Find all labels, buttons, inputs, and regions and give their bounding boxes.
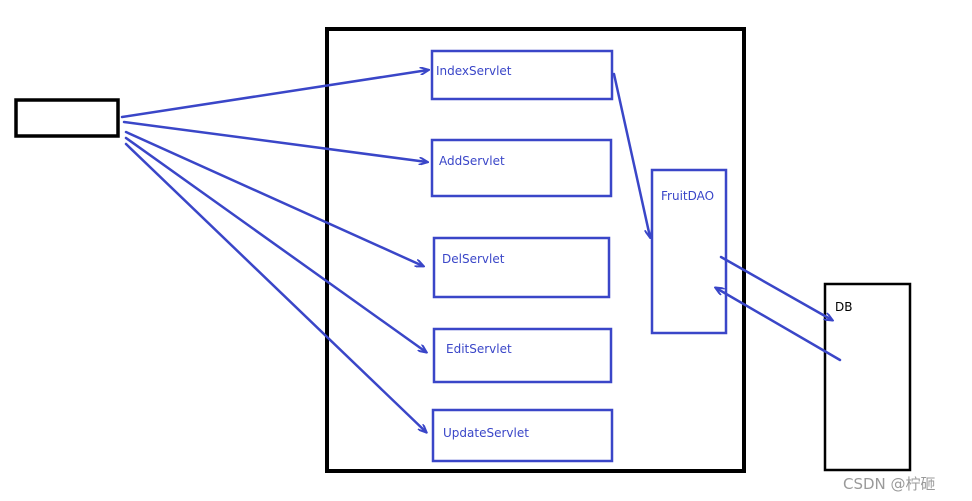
watermark-text: CSDN @柠砸	[843, 475, 936, 493]
servlet-add: AddServlet	[430, 138, 613, 198]
servlet-del-box	[432, 236, 611, 299]
servlet-add-box	[430, 138, 613, 198]
arrow-client-to-add	[122, 120, 427, 162]
arrow-db-to-dao	[716, 288, 842, 362]
servlet-index-box	[430, 49, 614, 101]
arrow-dao-to-db	[719, 255, 832, 320]
server-container	[325, 27, 746, 473]
arrow-client-to-edit	[124, 136, 426, 352]
arrow-client-to-index	[120, 70, 428, 119]
servlet-add-label: AddServlet	[439, 154, 505, 168]
db-label: DB	[835, 300, 852, 314]
servlet-del: DelServlet	[432, 236, 611, 299]
client-box	[14, 98, 120, 138]
dao-node: FruitDAO	[650, 168, 728, 335]
arrow-client-to-del	[124, 130, 423, 266]
servlet-edit: EditServlet	[432, 327, 613, 384]
servlet-edit-box	[432, 327, 613, 384]
dao-label: FruitDAO	[661, 189, 714, 203]
db-box	[823, 282, 912, 472]
servlet-update-label: UpdateServlet	[443, 426, 529, 440]
servlet-index-label: IndexServlet	[436, 64, 512, 78]
arrow-index-to-dao	[612, 72, 650, 237]
db-node: DB	[823, 282, 912, 472]
dao-box	[650, 168, 728, 335]
arrow-client-to-update	[124, 142, 426, 432]
servlet-del-label: DelServlet	[442, 252, 505, 266]
servlet-update-box	[431, 408, 614, 463]
servlet-edit-label: EditServlet	[446, 342, 512, 356]
servlet-update: UpdateServlet	[431, 408, 614, 463]
servlet-index: IndexServlet	[430, 49, 614, 101]
